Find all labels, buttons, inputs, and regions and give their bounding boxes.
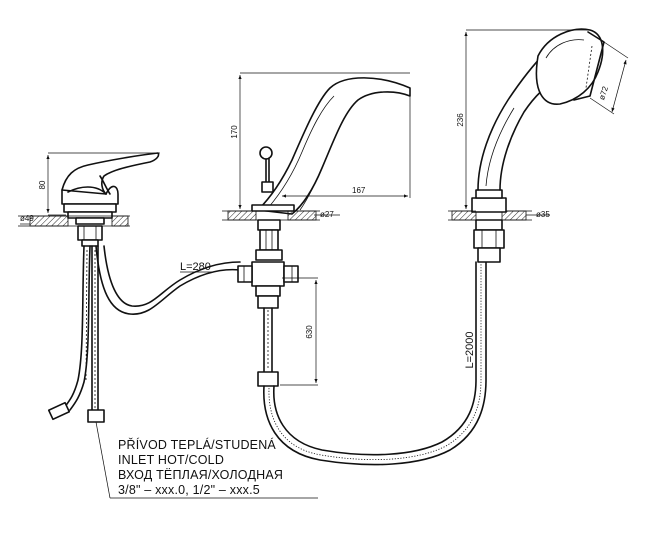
spout-base-fittings bbox=[255, 219, 283, 261]
dim-mixer-height-label: 80 bbox=[38, 180, 47, 189]
vertical-pipe bbox=[257, 307, 279, 387]
shower-holder bbox=[471, 189, 507, 263]
inlet-note-line-2: INLET HOT/COLD bbox=[118, 453, 225, 467]
dim-shower-height-label: 236 bbox=[456, 113, 465, 127]
dim-spout-reach-label: 167 bbox=[352, 186, 366, 195]
dim-pipe-length-label: 630 bbox=[305, 325, 314, 339]
inlet-note: PŘÍVOD TEPLÁ/STUDENÁ INLET HOT/COLD ВХОД… bbox=[118, 438, 283, 498]
inlet-hoses bbox=[63, 245, 99, 411]
tee-fitting bbox=[237, 261, 299, 309]
shower-head bbox=[535, 28, 605, 105]
connector-hose bbox=[95, 245, 241, 315]
dim-shower-hose-length: L=2000 bbox=[464, 331, 476, 368]
mixer-deck bbox=[18, 215, 130, 227]
spout-knob bbox=[259, 146, 274, 193]
dim-pipe-length bbox=[280, 277, 318, 386]
dim-shower-head-diameter-label: ø72 bbox=[597, 85, 610, 101]
dim-spout-reach bbox=[282, 96, 411, 198]
inlet-fittings bbox=[47, 401, 105, 423]
spout bbox=[257, 77, 411, 215]
mixer-nut bbox=[75, 217, 105, 247]
mixer-body bbox=[61, 185, 119, 219]
spout-deck bbox=[222, 204, 320, 221]
dim-shower-diameter-label: ø35 bbox=[536, 210, 550, 219]
dim-spout-height bbox=[238, 72, 410, 212]
dim-spout-diameter-label: ø27 bbox=[320, 210, 334, 219]
dim-mixer-height bbox=[46, 152, 160, 216]
mixer-lever-handle bbox=[61, 152, 160, 195]
dim-connector-hose-length: L=280 bbox=[180, 261, 211, 273]
dim-spout-height-label: 170 bbox=[230, 125, 239, 139]
dim-shower-height bbox=[464, 29, 590, 212]
dim-shower-head-diameter bbox=[589, 41, 629, 115]
dim-mixer-diameter-label: ø49 bbox=[20, 214, 34, 223]
shower-hose bbox=[263, 261, 487, 466]
inlet-note-line-4: 3/8" – xxx.0, 1/2" – xxx.5 bbox=[118, 483, 260, 497]
inlet-note-line-3: ВХОД ТЁПЛАЯ/ХОЛОДНАЯ bbox=[118, 468, 284, 482]
inlet-note-leader bbox=[95, 421, 318, 499]
inlet-note-line-1: PŘÍVOD TEPLÁ/STUDENÁ bbox=[118, 438, 276, 452]
